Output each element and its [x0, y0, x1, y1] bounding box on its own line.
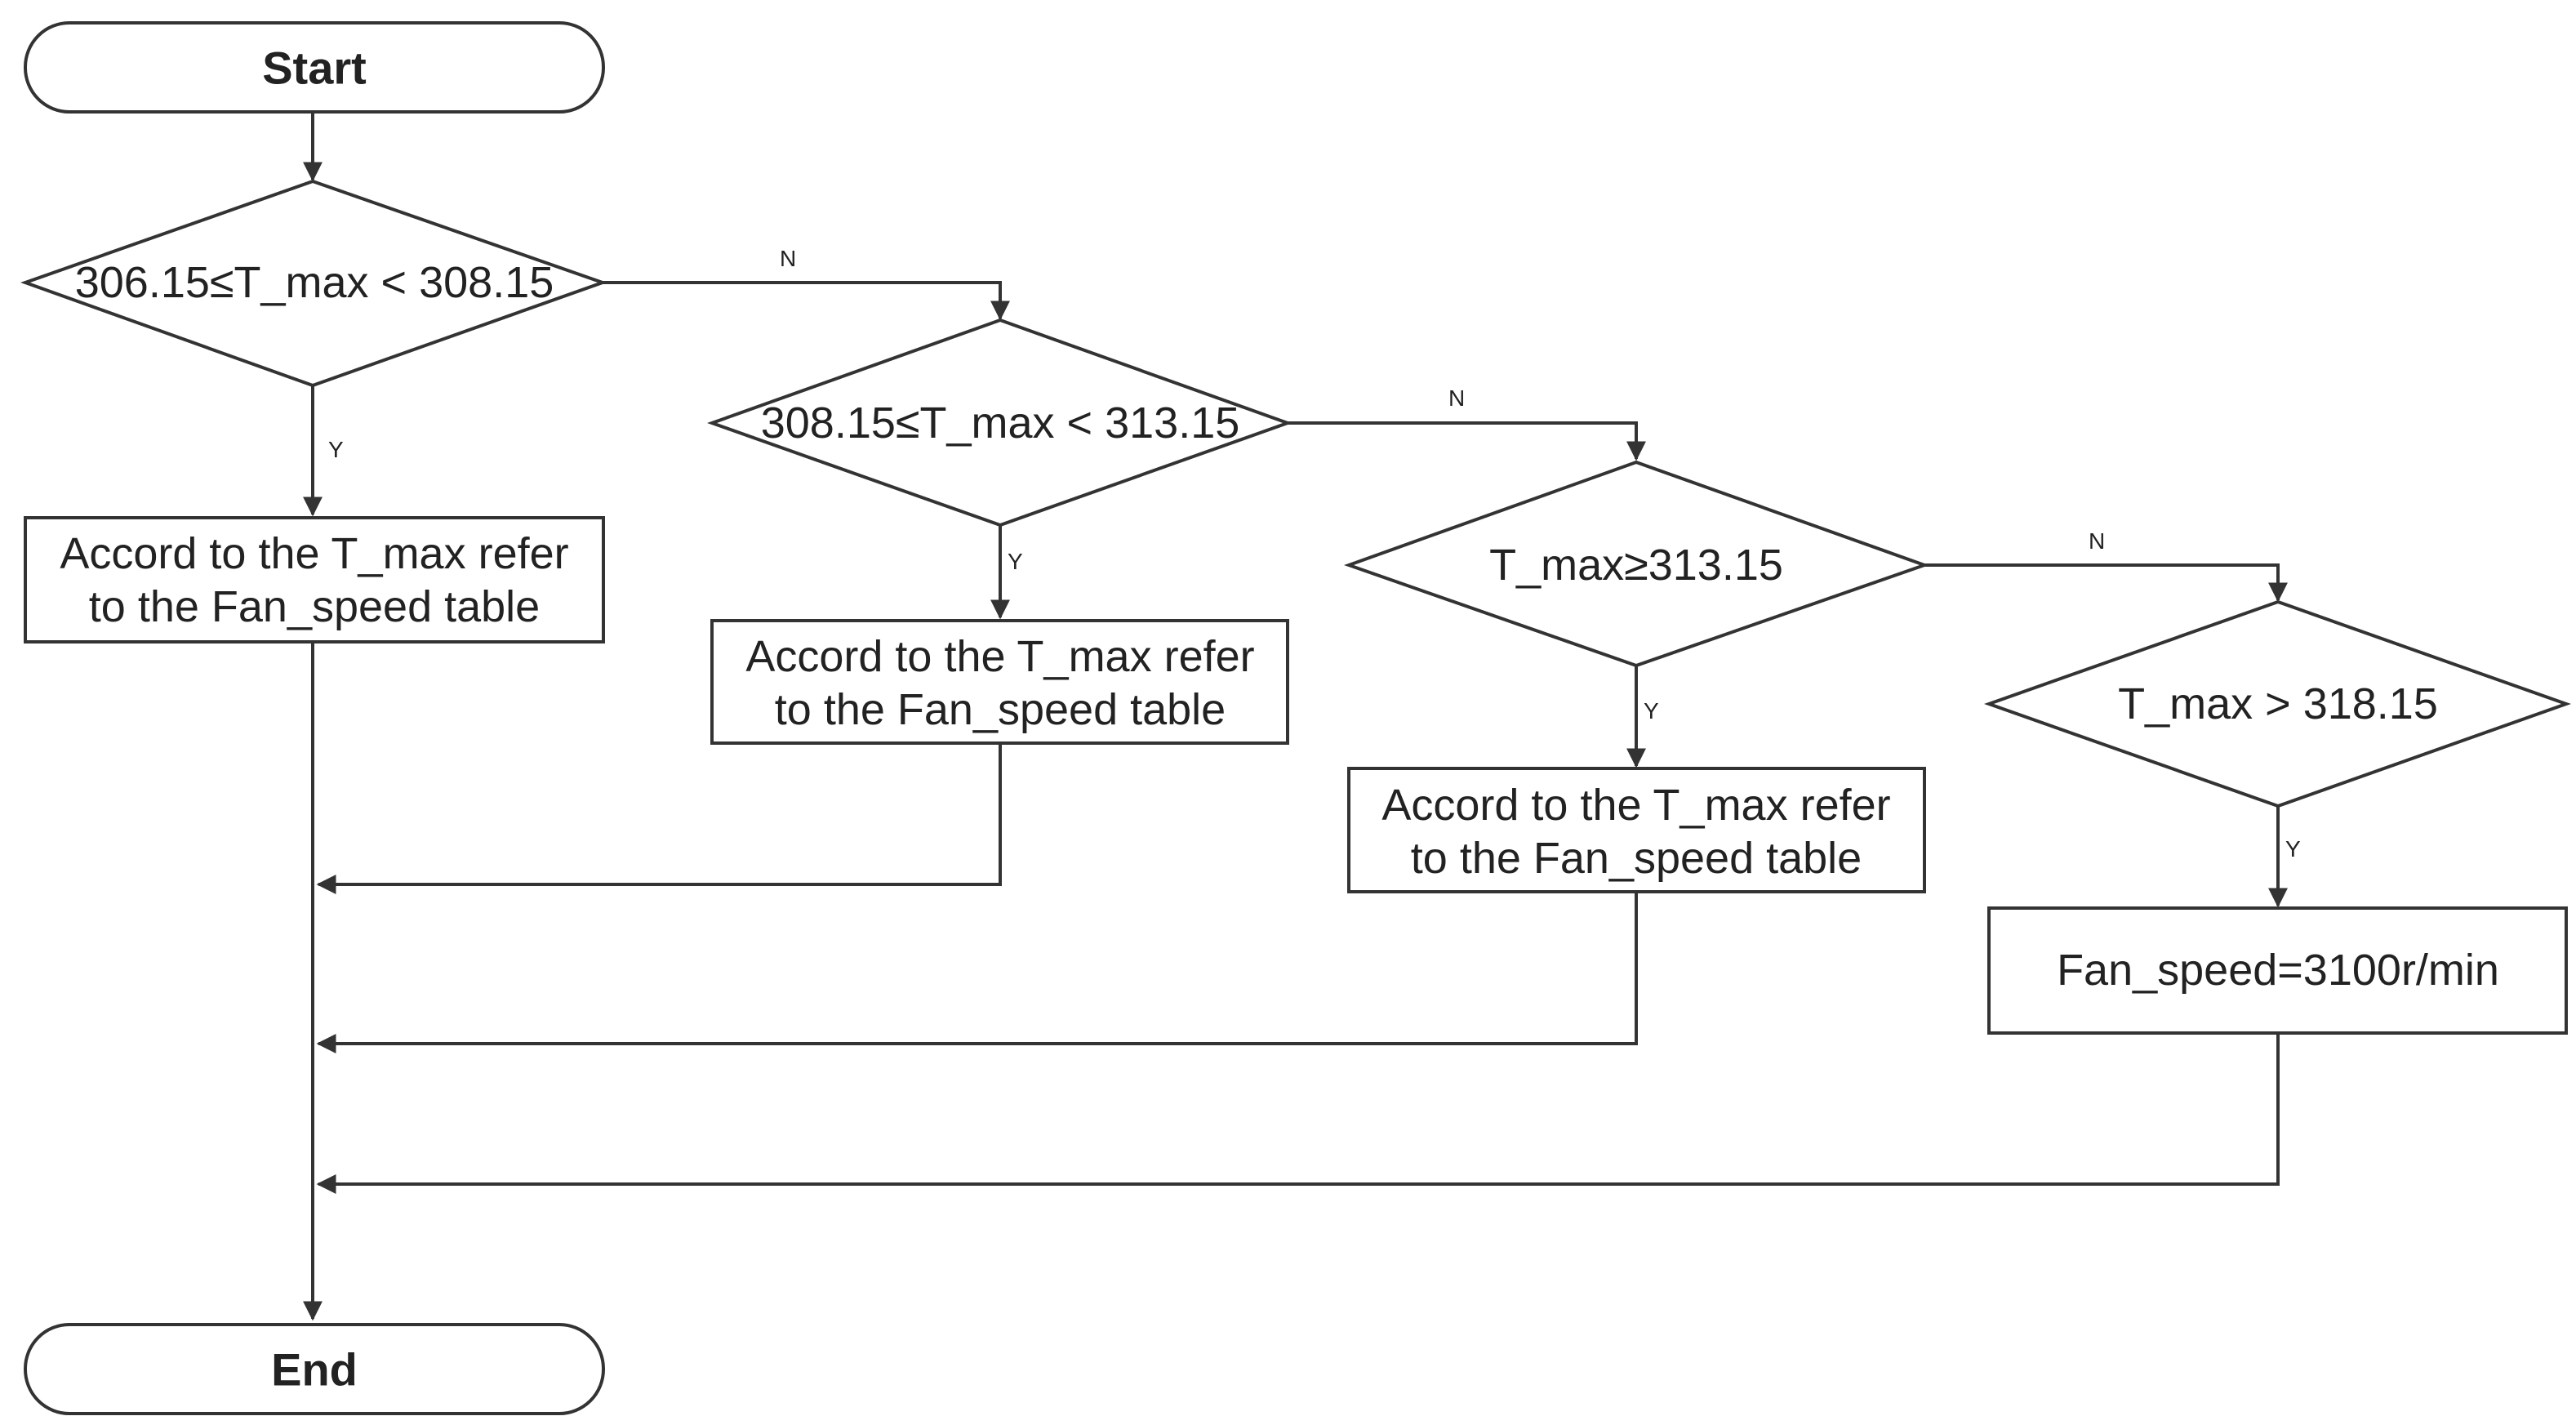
process-4-line-1: Fan_speed=3100r/min — [2057, 946, 2499, 995]
edge-label-yes-4: Y — [2285, 836, 2301, 862]
edge-label-yes-3: Y — [1644, 698, 1659, 724]
process-1-line-1: Accord to the T_max refer — [60, 529, 568, 578]
decision-1: 306.15≤T_max < 308.15 — [20, 179, 608, 388]
process-1-line-2: to the Fan_speed table — [89, 582, 540, 631]
process-4: Fan_speed=3100r/min — [1987, 906, 2568, 1035]
process-2-line-1: Accord to the T_max refer — [745, 632, 1254, 681]
decision-2: 308.15≤T_max < 313.15 — [707, 318, 1292, 528]
edge-process-3-merge — [316, 892, 1638, 1053]
process-2: Accord to the T_max refer to the Fan_spe… — [710, 619, 1289, 745]
end-node: End — [24, 1323, 605, 1415]
process-3: Accord to the T_max refer to the Fan_spe… — [1347, 767, 1926, 893]
edge-decision-1-no — [603, 281, 1010, 321]
decision-3: T_max≥313.15 — [1344, 460, 1930, 668]
process-1: Accord to the T_max refer to the Fan_spe… — [24, 516, 605, 643]
edge-process-4-merge — [316, 1033, 2280, 1194]
start-label: Start — [262, 42, 367, 94]
edge-decision-2-no — [1288, 421, 1646, 461]
process-2-line-2: to the Fan_speed table — [775, 685, 1226, 734]
decision-2-label: 308.15≤T_max < 313.15 — [761, 399, 1240, 448]
start-node: Start — [24, 21, 605, 114]
edge-process-2-merge — [316, 743, 1002, 894]
connectors — [303, 112, 2288, 1321]
edge-decision-3-no — [1924, 563, 2288, 603]
edge-label-no-2: N — [1448, 385, 1465, 411]
process-3-line-1: Accord to the T_max refer — [1381, 781, 1890, 830]
edge-label-yes-2: Y — [1008, 549, 1023, 574]
decision-4: T_max > 318.15 — [1983, 599, 2571, 808]
decision-4-label: T_max > 318.15 — [2118, 679, 2438, 728]
end-label: End — [271, 1344, 358, 1396]
edge-labels: Y N Y N Y N Y — [328, 246, 2301, 862]
process-3-line-2: to the Fan_speed table — [1411, 834, 1862, 883]
edge-label-no-1: N — [780, 246, 796, 271]
decision-1-label: 306.15≤T_max < 308.15 — [75, 258, 554, 307]
decision-3-label: T_max≥313.15 — [1489, 541, 1783, 590]
edge-label-yes-1: Y — [328, 437, 344, 462]
edge-label-no-3: N — [2089, 528, 2105, 554]
